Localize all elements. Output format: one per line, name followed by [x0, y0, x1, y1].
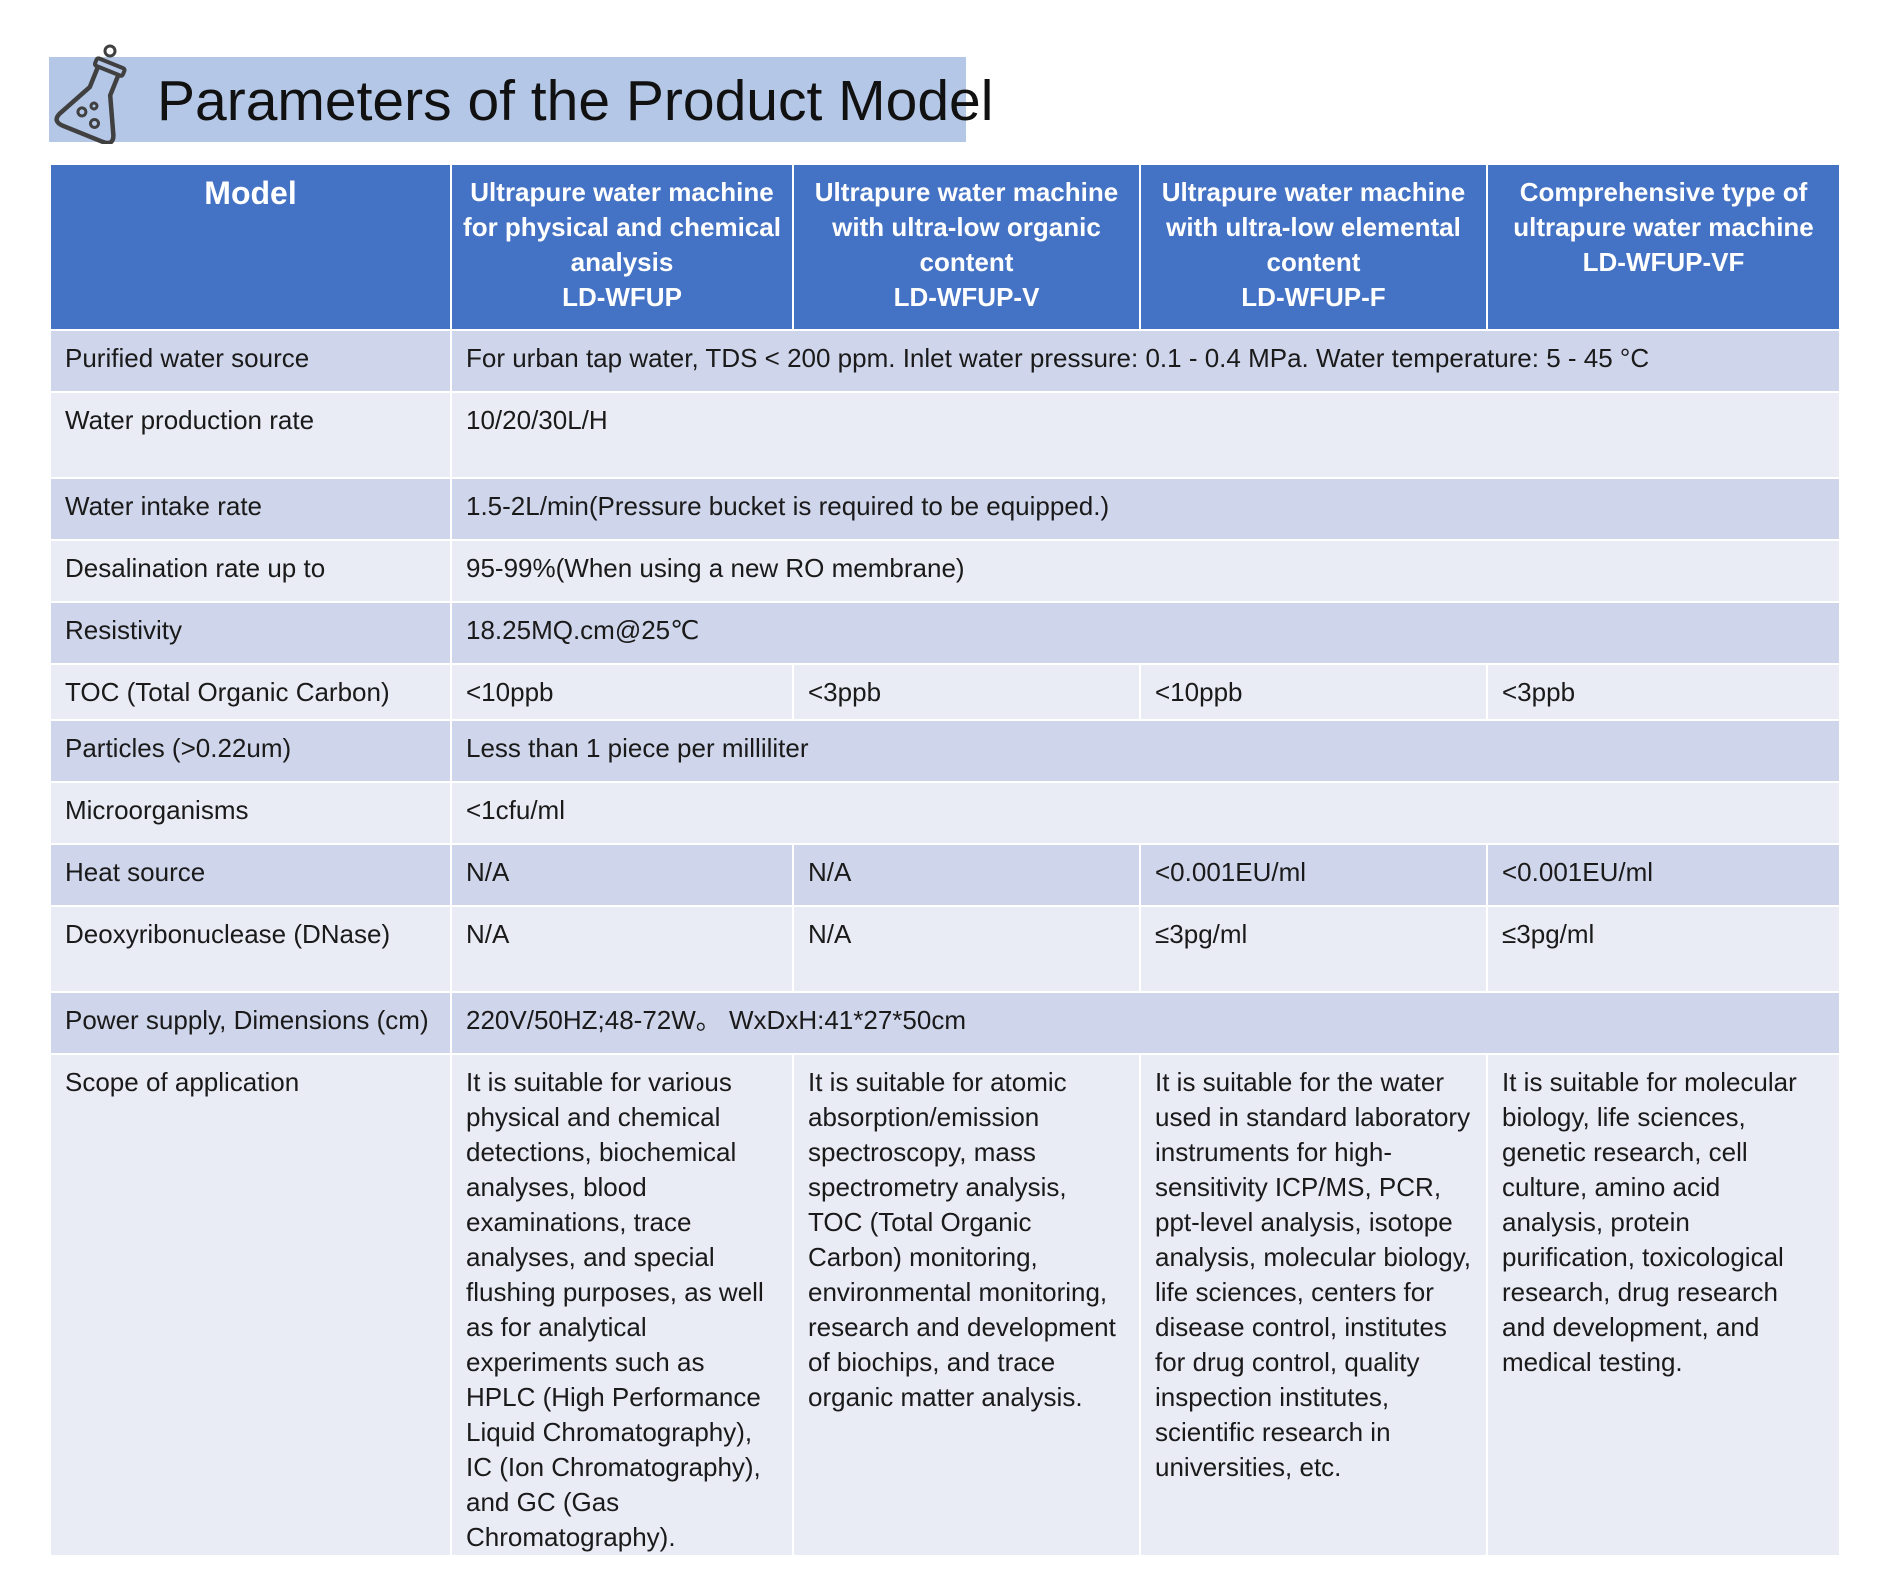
row-value: N/A	[792, 905, 1141, 993]
row-value: <10ppb	[1139, 663, 1488, 721]
table-header-row: Model Ultrapure water machine for physic…	[49, 163, 1841, 331]
table-row: Heat source N/A N/A <0.001EU/ml <0.001EU…	[49, 843, 1841, 907]
row-label: Water production rate	[49, 391, 452, 479]
row-value: <1cfu/ml	[450, 781, 1841, 845]
row-label: Microorganisms	[49, 781, 452, 845]
table-row: Water production rate 10/20/30L/H	[49, 391, 1841, 479]
model-header-ld-wfup: Ultrapure water machine for physical and…	[450, 163, 794, 331]
row-value: ≤3pg/ml	[1139, 905, 1488, 993]
parameters-table: Model Ultrapure water machine for physic…	[49, 163, 1841, 1557]
row-label: Water intake rate	[49, 477, 452, 541]
row-label: Purified water source	[49, 329, 452, 393]
row-value: N/A	[450, 843, 794, 907]
title-banner	[49, 57, 966, 142]
model-code: LD-WFUP	[562, 282, 682, 312]
model-header: Model	[49, 163, 452, 331]
row-value: N/A	[792, 843, 1141, 907]
table-row: Scope of application It is suitable for …	[49, 1053, 1841, 1557]
row-value: 1.5-2L/min(Pressure bucket is required t…	[450, 477, 1841, 541]
row-value: 18.25MQ.cm@25℃	[450, 601, 1841, 665]
table-row: Desalination rate up to 95-99%(When usin…	[49, 539, 1841, 603]
table-row: Microorganisms <1cfu/ml	[49, 781, 1841, 845]
row-value: It is suitable for the water used in sta…	[1139, 1053, 1488, 1557]
table-row: Resistivity 18.25MQ.cm@25℃	[49, 601, 1841, 665]
model-code: LD-WFUP-F	[1241, 282, 1386, 312]
row-label: Scope of application	[49, 1053, 452, 1557]
row-label: TOC (Total Organic Carbon)	[49, 663, 452, 721]
row-value: 95-99%(When using a new RO membrane)	[450, 539, 1841, 603]
row-value: 220V/50HZ;48-72W。 WxDxH:41*27*50cm	[450, 991, 1841, 1055]
table-row: Purified water source For urban tap wate…	[49, 329, 1841, 393]
row-value: ≤3pg/ml	[1486, 905, 1841, 993]
table-row: Particles (>0.22um) Less than 1 piece pe…	[49, 719, 1841, 783]
row-value: It is suitable for molecular biology, li…	[1486, 1053, 1841, 1557]
row-value: N/A	[450, 905, 794, 993]
table-row: Power supply, Dimensions (cm) 220V/50HZ;…	[49, 991, 1841, 1055]
row-label: Heat source	[49, 843, 452, 907]
table-row: Water intake rate 1.5-2L/min(Pressure bu…	[49, 477, 1841, 541]
row-value: <3ppb	[1486, 663, 1841, 721]
row-label: Particles (>0.22um)	[49, 719, 452, 783]
model-code: LD-WFUP-V	[893, 282, 1040, 312]
row-value: It is suitable for various physical and …	[450, 1053, 794, 1557]
model-header-ld-wfup-vf: Comprehensive type of ultrapure water ma…	[1486, 163, 1841, 331]
page-title: Parameters of the Product Model	[157, 69, 994, 133]
row-label: Deoxyribonuclease (DNase)	[49, 905, 452, 993]
row-value: <0.001EU/ml	[1486, 843, 1841, 907]
row-label: Resistivity	[49, 601, 452, 665]
model-code: LD-WFUP-VF	[1582, 247, 1745, 277]
row-value: <0.001EU/ml	[1139, 843, 1488, 907]
row-value: 10/20/30L/H	[450, 391, 1841, 479]
row-value: Less than 1 piece per milliliter	[450, 719, 1841, 783]
table-row: Deoxyribonuclease (DNase) N/A N/A ≤3pg/m…	[49, 905, 1841, 993]
row-value: <10ppb	[450, 663, 794, 721]
row-value: For urban tap water, TDS < 200 ppm. Inle…	[450, 329, 1841, 393]
flask-icon	[54, 44, 127, 144]
row-value: <3ppb	[792, 663, 1141, 721]
model-header-ld-wfup-v: Ultrapure water machine with ultra-low o…	[792, 163, 1141, 331]
row-label: Desalination rate up to	[49, 539, 452, 603]
table-row: TOC (Total Organic Carbon) <10ppb <3ppb …	[49, 663, 1841, 721]
model-header-ld-wfup-f: Ultrapure water machine with ultra-low e…	[1139, 163, 1488, 331]
row-label: Power supply, Dimensions (cm)	[49, 991, 452, 1055]
row-value: It is suitable for atomic absorption/emi…	[792, 1053, 1141, 1557]
